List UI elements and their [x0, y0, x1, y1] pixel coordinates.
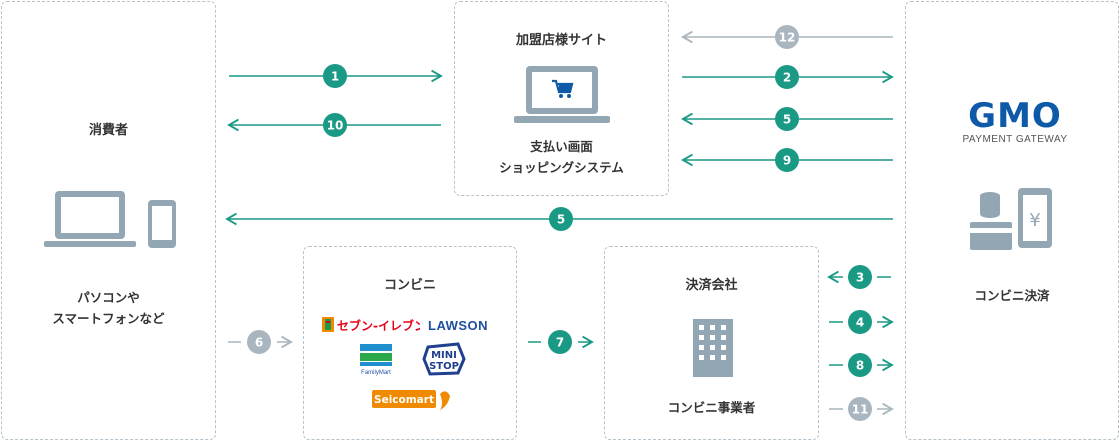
smartphone-icon [148, 200, 176, 248]
badge-3 [848, 265, 872, 289]
badge-4 [848, 310, 872, 334]
settlement-label: コンビニ事業者 [667, 400, 756, 415]
badge-5a-label: 5 [783, 113, 791, 127]
yen-phone-icon: ¥ [1018, 188, 1052, 248]
badge-2-label: 2 [783, 71, 791, 85]
badge-2 [775, 65, 799, 89]
svg-text:STOP: STOP [429, 361, 459, 372]
ministop-logo: MINI STOP [422, 342, 466, 376]
badge-11 [848, 397, 872, 421]
svg-text:¥: ¥ [1029, 210, 1040, 231]
svg-text:セブン-イレブン: セブン-イレブン [337, 318, 420, 333]
consumer-title: 消費者 [88, 123, 128, 138]
badge-1-label: 1 [331, 70, 339, 84]
convenience-box: コンビニ セブン-イレブン LAWSON FamilyMart MINI STO… [303, 246, 517, 440]
seicomart-logo: Seicomart [372, 390, 450, 410]
coins-icon [980, 192, 1000, 218]
svg-text:FamilyMart: FamilyMart [361, 370, 391, 376]
badge-5a [775, 107, 799, 131]
badge-12-label: 12 [779, 31, 796, 45]
devices-label-line2: スマートフォンなど [52, 311, 165, 326]
badge-4-label: 4 [856, 316, 864, 330]
badge-6 [247, 330, 271, 354]
badge-6-label: 6 [255, 336, 263, 350]
badge-7 [548, 330, 572, 354]
card-icon [970, 222, 1012, 250]
merchant-label-line1: 支払い画面 [530, 139, 593, 154]
payment-devices-icon: ¥ [970, 188, 1052, 250]
merchant-label-line2: ショッピングシステム [499, 160, 624, 175]
convenience-title: コンビニ [383, 278, 436, 293]
badge-10 [323, 113, 347, 137]
cart-icon [552, 79, 574, 98]
settlement-title: 決済会社 [685, 278, 738, 293]
seven-eleven-logo: セブン-イレブン [322, 317, 420, 333]
badge-9 [775, 148, 799, 172]
gmo-logo: GMO PAYMENT GATEWAY [940, 98, 1090, 145]
familymart-logo: FamilyMart [360, 344, 392, 376]
building-icon [693, 319, 733, 377]
badge-5b-label: 5 [557, 213, 565, 227]
laptop-icon [44, 191, 136, 247]
badge-8-label: 8 [856, 359, 864, 373]
badge-3-label: 3 [856, 271, 864, 285]
badge-11-label: 11 [852, 403, 869, 417]
gmo-box [905, 1, 1119, 440]
consumer-box: 消費者 パソコンや スマートフォンなど [1, 1, 216, 440]
merchant-title: 加盟店様サイト [515, 33, 607, 48]
merchant-box: 加盟店様サイト 支払い画面 ショッピングシステム [454, 1, 669, 196]
settlement-box: 決済会社 コンビニ事業者 [604, 246, 819, 440]
shopping-laptop-icon [514, 66, 610, 123]
devices-label-line1: パソコンや [77, 290, 140, 305]
gmo-logo-sub: PAYMENT GATEWAY [962, 134, 1068, 145]
svg-text:LAWSON: LAWSON [428, 318, 488, 333]
lawson-logo: LAWSON [428, 318, 488, 333]
badge-10-label: 10 [327, 119, 344, 133]
badge-9-label: 9 [783, 154, 791, 168]
badge-8 [848, 353, 872, 377]
svg-text:Seicomart: Seicomart [374, 394, 434, 406]
badge-7-label: 7 [556, 336, 564, 350]
svg-text:MINI: MINI [431, 350, 457, 361]
badge-1 [323, 64, 347, 88]
badge-12 [775, 25, 799, 49]
badge-5b [549, 207, 573, 231]
gmo-label: コンビニ決済 [974, 288, 1050, 303]
gmo-logo-text: GMO [968, 96, 1062, 136]
